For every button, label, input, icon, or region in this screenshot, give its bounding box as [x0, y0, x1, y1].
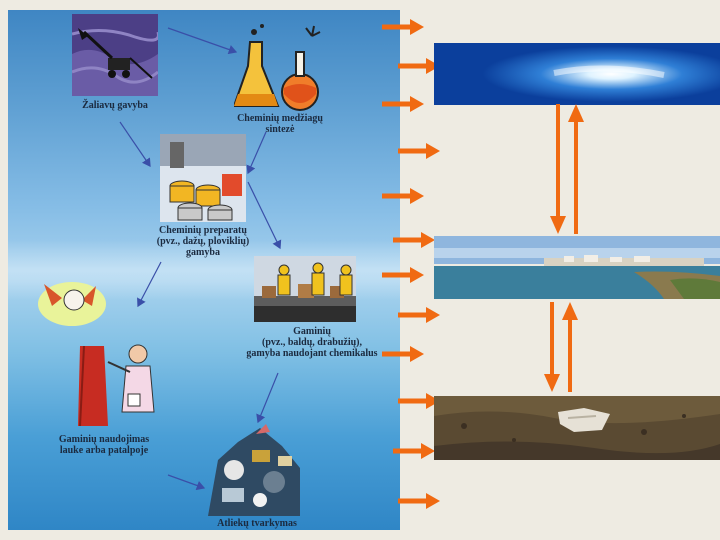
arrow-preparations-to-use — [137, 261, 162, 308]
orange-arrow-5 — [382, 188, 424, 204]
household-use-icon — [34, 276, 166, 426]
arrow-manufacturing-to-waste — [256, 372, 279, 424]
orange-arrow-8 — [398, 307, 440, 323]
arrow-up-head — [568, 104, 584, 122]
waste-heap-icon — [208, 420, 300, 516]
stage-label-use: Gaminių naudojimas lauke arba patalpoje — [58, 434, 150, 456]
stage-label-preparations: Cheminių preparatų (pvz., dažų, plovikli… — [156, 225, 250, 258]
sea-coast-photo — [434, 236, 720, 299]
arrow-up-head-2 — [562, 302, 578, 320]
arrow-down-head-2 — [544, 374, 560, 392]
arrow-extraction-to-preparations — [119, 121, 151, 167]
orange-arrow-11 — [393, 443, 435, 459]
arrow-use-to-waste — [167, 474, 206, 491]
flow-arrows — [119, 27, 282, 491]
orange-arrow-3 — [382, 96, 424, 112]
orange-arrow-2 — [398, 58, 440, 74]
orange-arrow-7 — [382, 267, 424, 283]
orange-arrow-6 — [393, 232, 435, 248]
arrow-preparations-to-manufacturing — [247, 181, 282, 250]
stage-label-extraction: Žaliavų gavyba — [82, 100, 148, 111]
orange-arrow-9 — [382, 346, 424, 362]
mining-excavator-icon — [72, 14, 158, 96]
orange-arrow-4 — [398, 143, 440, 159]
stage-label-synthesis: Cheminių medžiagų sintezė — [237, 113, 323, 135]
soil-photo — [434, 396, 720, 460]
orange-arrow-13 — [382, 355, 383, 356]
arrow-down-head — [550, 216, 566, 234]
exchange-arrows-sky-sea — [550, 104, 584, 234]
arrow-synthesis-to-preparations — [246, 131, 267, 175]
factory-workers-icon — [254, 256, 356, 322]
arrow-extraction-to-synthesis — [167, 27, 238, 55]
orange-arrow-1 — [382, 19, 424, 35]
stage-label-waste: Atliekų tvarkymas — [217, 518, 297, 529]
lab-flasks-icon — [234, 22, 326, 118]
lifecycle-poster: Žaliavų gavyba Cheminių medžiagų sintezė — [8, 10, 400, 530]
sky-photo — [434, 43, 720, 105]
paint-cans-icon — [160, 134, 246, 222]
orange-arrow-10 — [398, 393, 440, 409]
exchange-arrows-sea-soil — [544, 302, 578, 392]
stage-label-manufacturing: Gaminių (pvz., baldų, drabužių), gamyba … — [246, 326, 378, 359]
orange-arrow-12 — [398, 493, 440, 509]
